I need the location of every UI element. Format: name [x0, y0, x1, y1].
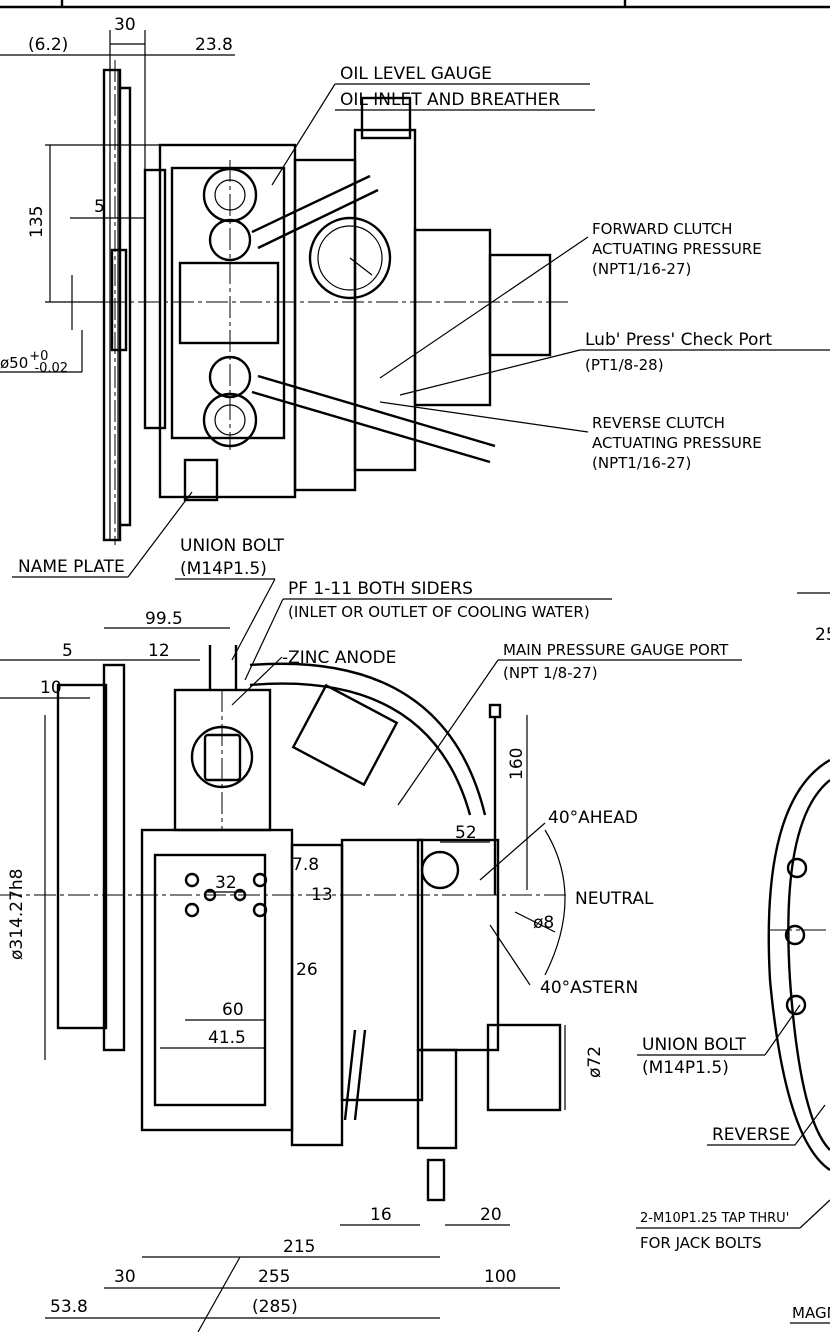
dim-30-top: 30 — [114, 15, 136, 35]
dim-60: 60 — [222, 1000, 244, 1020]
dim-160: 160 — [507, 748, 527, 780]
dim-ø314: ø314.27h8 — [7, 869, 27, 960]
lub-thread-label: (PT1/8-28) — [585, 356, 664, 374]
name-plate-label: NAME PLATE — [18, 557, 125, 577]
pf-label: PF 1-11 BOTH SIDERS — [288, 579, 473, 599]
right-reverse-label: REVERSE — [712, 1125, 790, 1145]
right-dim-25: 25 — [815, 625, 830, 645]
reverse-clutch-label: REVERSE CLUTCH — [592, 414, 725, 432]
right-view: 25 UNION BOLT (M14P1.5) REVERSE 2-M10P1.… — [636, 592, 830, 1324]
forward-clutch-label: FORWARD CLUTCH — [592, 220, 732, 238]
pf-cooling-label: (INLET OR OUTLET OF COOLING WATER) — [288, 603, 590, 621]
dim-ø50: ø50+0-0.02 — [0, 349, 68, 376]
dim-53-8: 53.8 — [50, 1297, 88, 1317]
bottom-dimensions: UNION BOLT (M14P1.5) PF 1-11 BOTH SIDERS… — [0, 536, 742, 1332]
dim-ø8: ø8 — [533, 913, 554, 933]
tap-thru-label: 2-M10P1.25 TAP THRU' — [640, 1211, 789, 1226]
top-dimensions: (6.2) 30 23.8 135 5 ø50+0-0.02 OIL LEVEL… — [0, 15, 830, 578]
main-pressure-thread-label: (NPT 1/8-27) — [503, 664, 598, 682]
dim-285: (285) — [252, 1297, 298, 1317]
bottom-view — [0, 645, 570, 1202]
dim-215: 215 — [283, 1237, 315, 1257]
right-union-bolt-thread-label: (M14P1.5) — [642, 1058, 729, 1078]
dim-23-8: 23.8 — [195, 35, 233, 55]
lub-press-label: Lub' Press' Check Port — [585, 330, 772, 350]
reverse-clutch-thread-label: (NPT1/16-27) — [592, 454, 691, 472]
dim-255: 255 — [258, 1267, 290, 1287]
title-block-strip — [0, 0, 830, 9]
jack-bolts-label: FOR JACK BOLTS — [640, 1234, 762, 1252]
dim-12: 12 — [148, 641, 170, 661]
magn-label: MAGN — [792, 1304, 830, 1322]
forward-clutch-thread-label: (NPT1/16-27) — [592, 260, 691, 278]
dim-41-5: 41.5 — [208, 1028, 246, 1048]
astern-label: 40°ASTERN — [540, 978, 638, 998]
dim-13: 13 — [311, 885, 333, 905]
zinc-anode-label: -ZINC ANODE — [282, 648, 396, 668]
dim-30-bottom: 30 — [114, 1267, 136, 1287]
oil-level-gauge-label: OIL LEVEL GAUGE — [340, 64, 492, 84]
union-bolt-label: UNION BOLT — [180, 536, 285, 556]
dim-16: 16 — [370, 1205, 392, 1225]
right-union-bolt-label: UNION BOLT — [642, 1035, 747, 1055]
dim-ø72: ø72 — [585, 1046, 605, 1078]
dim-100: 100 — [484, 1267, 516, 1287]
reverse-clutch-pressure-label: ACTUATING PRESSURE — [592, 434, 762, 452]
dim-32: 32 — [215, 873, 237, 893]
top-view — [70, 60, 570, 545]
main-pressure-label: MAIN PRESSURE GAUGE PORT — [503, 641, 729, 659]
dim-5-bottom: 5 — [62, 641, 73, 661]
dim-6-2: (6.2) — [28, 35, 68, 55]
dim-5-top: 5 — [94, 197, 105, 217]
dim-26: 26 — [296, 960, 318, 980]
dim-135: 135 — [27, 206, 47, 238]
dim-10: 10 — [40, 678, 62, 698]
neutral-label: NEUTRAL — [575, 889, 654, 909]
forward-clutch-pressure-label: ACTUATING PRESSURE — [592, 240, 762, 258]
union-bolt-thread-label: (M14P1.5) — [180, 559, 267, 579]
dim-52: 52 — [455, 823, 477, 843]
dim-20: 20 — [480, 1205, 502, 1225]
dim-99-5: 99.5 — [145, 609, 183, 629]
ahead-label: 40°AHEAD — [548, 808, 638, 828]
oil-inlet-label: OIL INLET AND BREATHER — [340, 90, 560, 110]
dim-7-8: 7.8 — [292, 855, 319, 875]
